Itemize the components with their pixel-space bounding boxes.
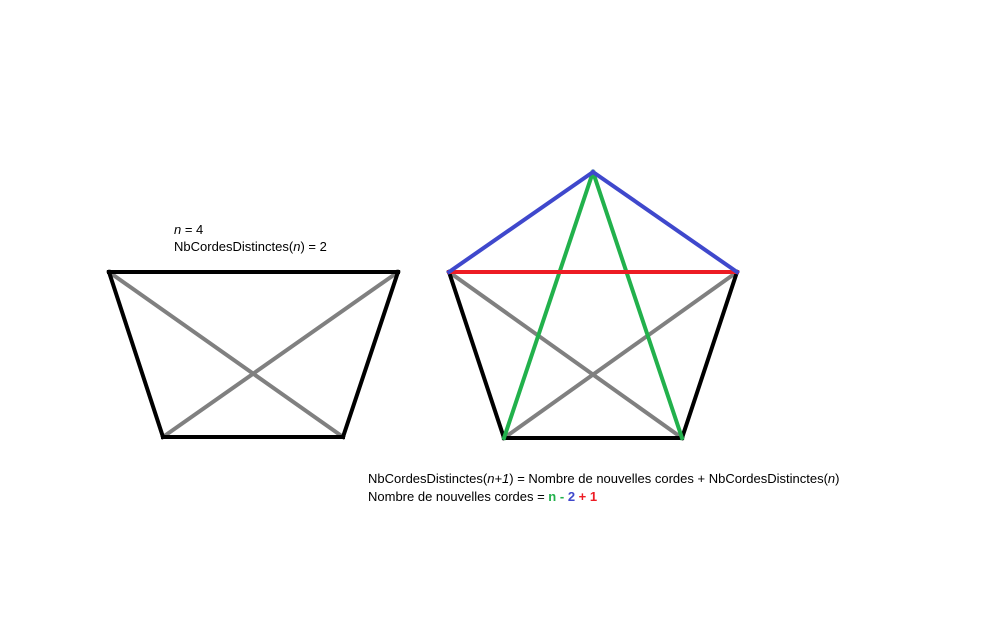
quadrilateral-n4	[106, 269, 401, 440]
new-chords-formula: Nombre de nouvelles cordes = n - 2 + 1	[368, 488, 597, 505]
chord-diagonal	[160, 269, 401, 440]
new-chord	[590, 169, 685, 441]
recurrence-variable-n-plus-1: n+1	[487, 471, 510, 486]
polygon-edge	[340, 269, 401, 440]
chord-count-prefix: NbCordesDistinctes(	[174, 239, 294, 254]
pentagon-n5	[446, 169, 740, 441]
chord-diagonal	[106, 269, 346, 440]
recurrence-variable-n: n	[827, 471, 836, 486]
polygon-edge	[446, 269, 507, 441]
chord-count-suffix: ) = 2	[300, 239, 327, 254]
old-chord	[501, 269, 740, 441]
new-edge	[446, 169, 596, 275]
chord-count-variable: n	[293, 239, 301, 254]
n-variable: n	[174, 222, 182, 237]
term-n: n	[548, 489, 557, 504]
new-edge	[590, 169, 740, 275]
term-two: 2	[567, 489, 576, 504]
old-chord	[446, 269, 685, 441]
term-one: 1	[589, 489, 598, 504]
polygon-edge	[106, 269, 166, 440]
new-chord	[501, 169, 596, 441]
polygon-edge	[679, 269, 740, 441]
recurrence-suffix: )	[835, 471, 840, 486]
n-equals-text: = 4	[181, 222, 204, 237]
term-minus: -	[556, 489, 568, 504]
recurrence-middle: ) = Nombre de nouvelles cordes + NbCorde…	[509, 471, 828, 486]
n-value-label: n = 4	[174, 221, 203, 238]
recurrence-prefix: NbCordesDistinctes(	[368, 471, 488, 486]
chord-count-label: NbCordesDistinctes(n) = 2	[174, 238, 327, 255]
recurrence-formula: NbCordesDistinctes(n+1) = Nombre de nouv…	[368, 470, 839, 487]
term-plus: +	[575, 489, 590, 504]
new-chords-prefix: Nombre de nouvelles cordes =	[368, 489, 549, 504]
